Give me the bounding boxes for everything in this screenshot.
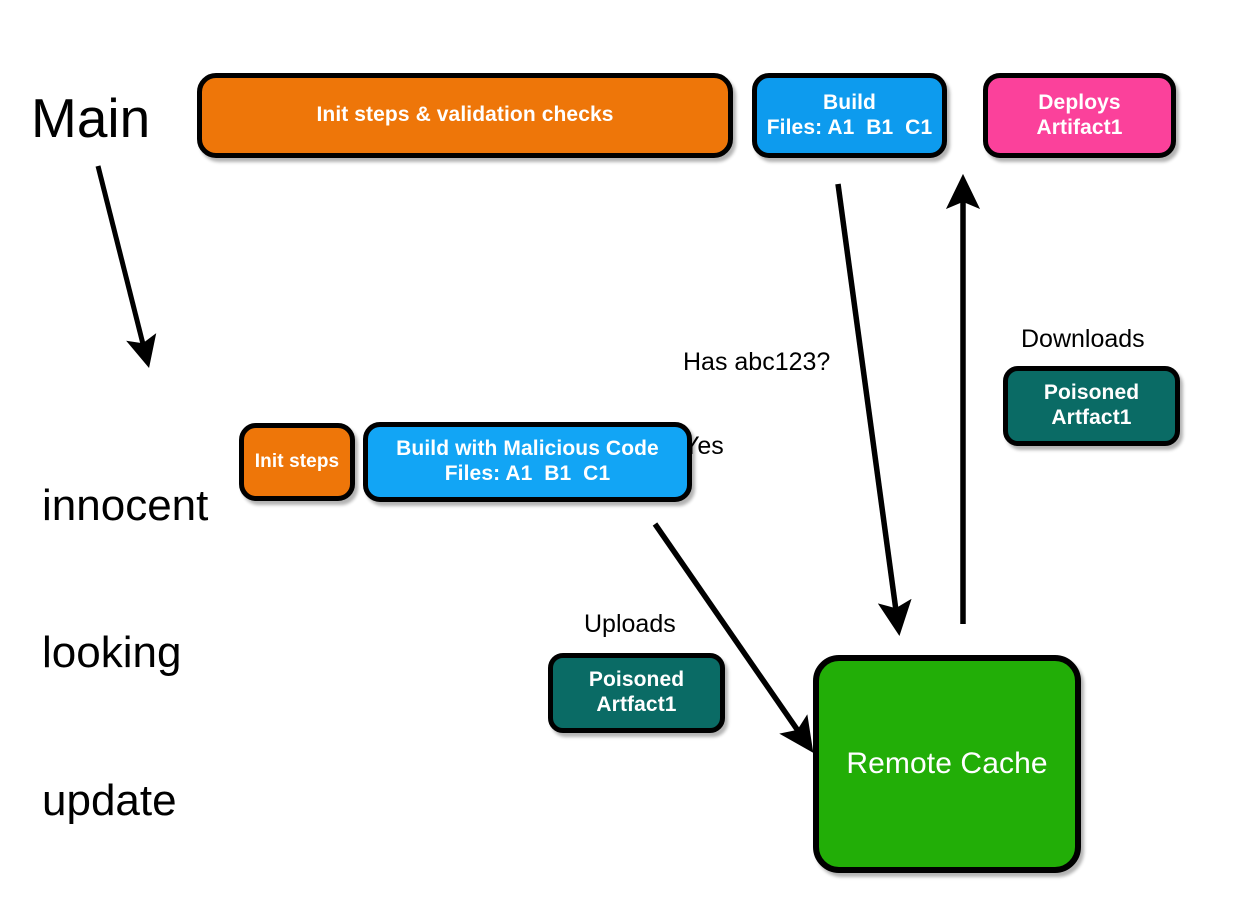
label-downloads: Downloads xyxy=(1021,325,1145,353)
node-build-malicious-line2: Files: A1 B1 C1 xyxy=(444,462,611,485)
node-poisoned-artifact-upload[interactable]: Poisoned Artfact1 xyxy=(548,653,725,733)
node-remote-cache[interactable]: Remote Cache xyxy=(813,655,1081,873)
node-artifact-upload-line2: Artfact1 xyxy=(596,693,677,716)
label-cache-query: Has abc123? Yes xyxy=(683,292,830,516)
label-feature-branch-line1: innocent xyxy=(42,480,209,530)
node-build-malicious-line1: Build with Malicious Code xyxy=(396,437,659,461)
arrow-malicious-build-to-cache xyxy=(652,522,814,753)
label-feature-branch-line3: update xyxy=(42,776,177,826)
label-main-branch: Main xyxy=(31,87,151,149)
node-remote-cache-line1: Remote Cache xyxy=(846,747,1048,781)
node-deploys-line1: Deploys xyxy=(1038,90,1121,114)
node-init-steps[interactable]: Init steps xyxy=(239,423,355,501)
label-cache-query-line1: Has abc123? xyxy=(683,348,831,376)
arrow-build-to-cache xyxy=(835,183,912,636)
node-init-steps-validation-checks[interactable]: Init steps & validation checks xyxy=(197,73,733,158)
label-cache-query-line2: Yes xyxy=(683,432,724,460)
label-feature-branch-line2: looking xyxy=(42,628,182,678)
node-build-main-line1: Build xyxy=(823,90,876,114)
node-deploys-line2: Artifact1 xyxy=(1036,115,1123,139)
label-uploads: Uploads xyxy=(584,610,676,638)
node-build-main[interactable]: Build Files: A1 B1 C1 xyxy=(752,73,947,158)
node-deploys-artifact[interactable]: Deploys Artifact1 xyxy=(983,73,1176,158)
node-poisoned-artifact-download[interactable]: Poisoned Artfact1 xyxy=(1003,366,1180,446)
node-build-main-line2: Files: A1 B1 C1 xyxy=(766,115,933,139)
node-artifact-download-line2: Artfact1 xyxy=(1051,406,1132,429)
node-init-validation-line1: Init steps & validation checks xyxy=(316,103,614,127)
node-build-with-malicious-code[interactable]: Build with Malicious Code Files: A1 B1 C… xyxy=(363,422,692,502)
node-artifact-upload-line1: Poisoned xyxy=(588,668,685,692)
node-init-steps-line1: Init steps xyxy=(254,450,340,472)
label-feature-branch: innocent looking update xyxy=(42,382,208,908)
arrow-main-to-branch xyxy=(95,165,157,368)
node-artifact-download-line1: Poisoned xyxy=(1043,381,1140,405)
